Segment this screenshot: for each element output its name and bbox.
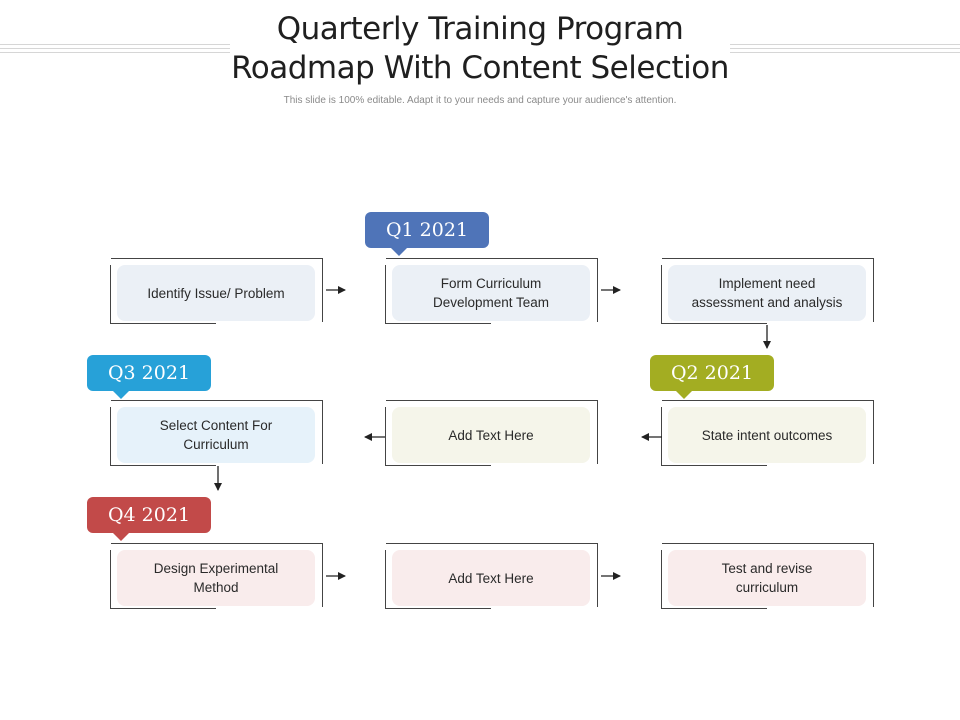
title-line-2: Roadmap With Content Selection — [231, 50, 729, 86]
title-decoration-right — [730, 44, 960, 54]
title-line-1: Quarterly Training Program — [276, 11, 684, 47]
title-decoration-left — [0, 44, 230, 54]
step-text-line-2: Method — [193, 580, 239, 595]
step-text-line-1: Form Curriculum — [440, 276, 542, 291]
step-state-intent: State intent outcomes — [660, 400, 874, 466]
step-text-line-2: Curriculum — [183, 437, 249, 452]
step-add-text-q4: Add Text Here — [384, 543, 598, 609]
quarter-badge-q1: Q1 2021 — [365, 212, 489, 256]
subtitle: This slide is 100% editable. Adapt it to… — [283, 95, 677, 106]
step-text-line-1: Design Experimental — [153, 561, 279, 576]
step-card: Identify Issue/ Problem — [117, 265, 315, 321]
step-card: Form Curriculum Development Team — [392, 265, 590, 321]
step-card: Add Text Here — [392, 407, 590, 463]
step-text-line-1: Select Content For — [159, 418, 273, 433]
step-text-line-2: assessment and analysis — [691, 295, 843, 310]
step-card: Add Text Here — [392, 550, 590, 606]
step-form-curriculum-team: Form Curriculum Development Team — [384, 258, 598, 324]
step-text-line-2: Development Team — [432, 295, 550, 310]
step-text-line-1: Implement need — [718, 276, 816, 291]
step-select-content: Select Content For Curriculum — [109, 400, 323, 466]
quarter-badge-q4: Q4 2021 — [87, 497, 211, 541]
step-text-line-2: curriculum — [735, 580, 799, 595]
step-test-revise: Test and revise curriculum — [660, 543, 874, 609]
step-text-line-1: Test and revise — [721, 561, 813, 576]
step-card: State intent outcomes — [668, 407, 866, 463]
step-implement-assessment: Implement need assessment and analysis — [660, 258, 874, 324]
step-card: Test and revise curriculum — [668, 550, 866, 606]
step-add-text-q2: Add Text Here — [384, 400, 598, 466]
step-text-line-1: Add Text Here — [448, 427, 534, 443]
step-text-line-1: State intent outcomes — [701, 427, 833, 443]
step-text-line-1: Identify Issue/ Problem — [147, 285, 285, 301]
step-card: Design Experimental Method — [117, 550, 315, 606]
step-identify-issue: Identify Issue/ Problem — [109, 258, 323, 324]
step-text-line-1: Add Text Here — [448, 570, 534, 586]
step-design-method: Design Experimental Method — [109, 543, 323, 609]
page-title: Quarterly Training Program Roadmap With … — [0, 10, 960, 88]
quarter-badge-q2: Q2 2021 — [650, 355, 774, 399]
step-card: Implement need assessment and analysis — [668, 265, 866, 321]
quarter-badge-q3: Q3 2021 — [87, 355, 211, 399]
step-card: Select Content For Curriculum — [117, 407, 315, 463]
